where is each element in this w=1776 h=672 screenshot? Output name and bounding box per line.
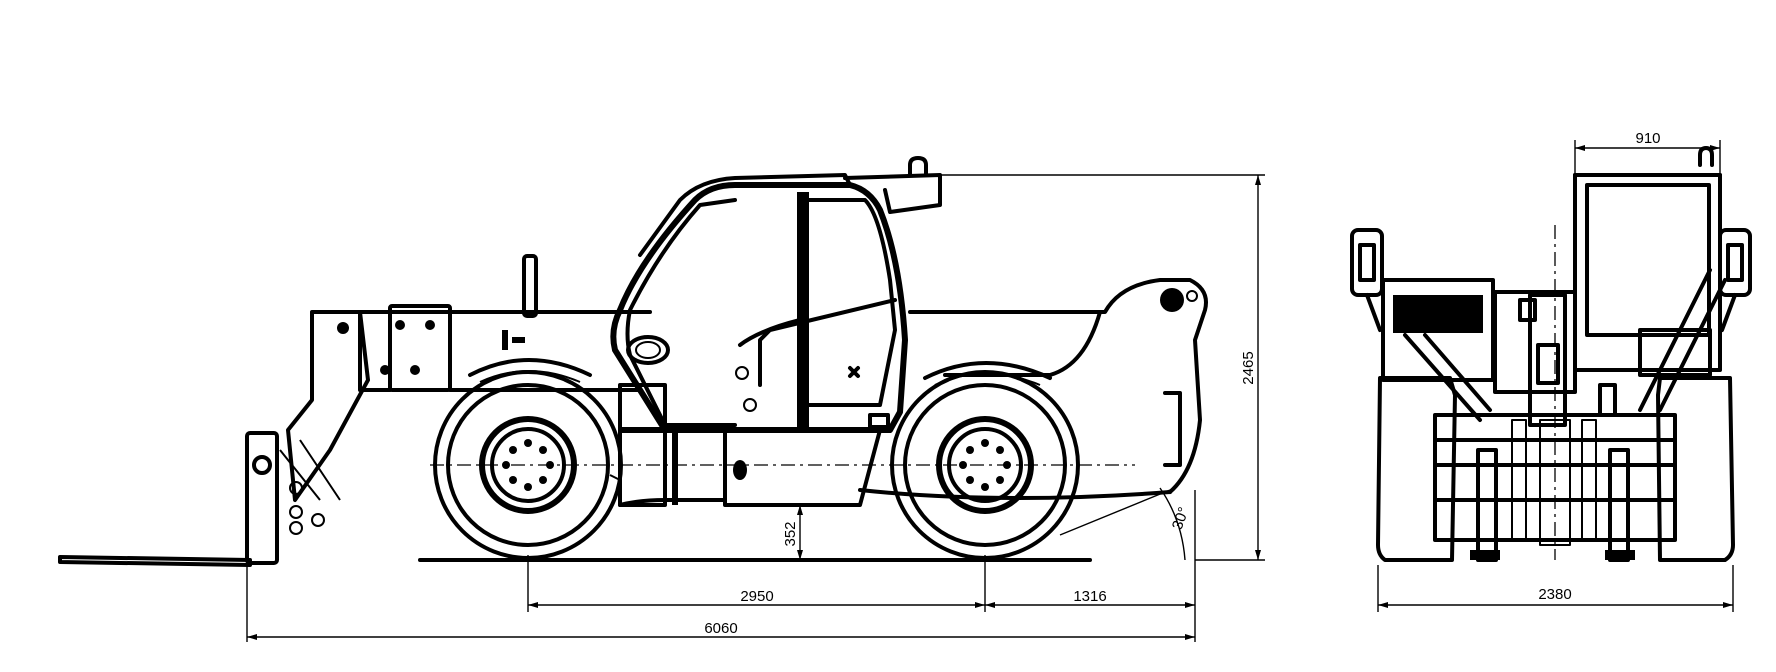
rear-overhang-label: 1316 <box>1073 588 1106 605</box>
ground-clearance-label: 352 <box>782 521 799 546</box>
front-dimension-lines <box>1377 140 1734 612</box>
chassis <box>609 383 1172 507</box>
side-dimension-lines <box>246 174 1265 642</box>
wheelbase-label: 2950 <box>740 588 773 605</box>
left-tyre <box>1376 376 1457 562</box>
rear-wheel <box>890 361 1080 560</box>
cab <box>610 173 908 505</box>
side-view: 2950 1316 6060 352 2465 30° <box>58 156 1265 642</box>
engine-hood <box>908 278 1208 494</box>
boom <box>279 304 652 502</box>
front-view: 910 2380 <box>1350 130 1752 612</box>
cab-width-label: 910 <box>1635 130 1660 147</box>
roof-attachment <box>843 156 942 214</box>
right-tyre <box>1656 376 1735 562</box>
exhaust-pipe <box>522 254 538 318</box>
overall-height-label: 2465 <box>1240 351 1257 384</box>
mirror <box>502 330 525 350</box>
departure-angle-label: 30° <box>1169 505 1193 532</box>
mirrors <box>1350 228 1752 332</box>
overall-length-label: 6060 <box>704 620 737 637</box>
overall-width-label: 2380 <box>1538 586 1571 603</box>
front-bonnet <box>1381 278 1577 427</box>
forks <box>58 431 325 567</box>
front-axle-arms <box>1403 268 1727 422</box>
